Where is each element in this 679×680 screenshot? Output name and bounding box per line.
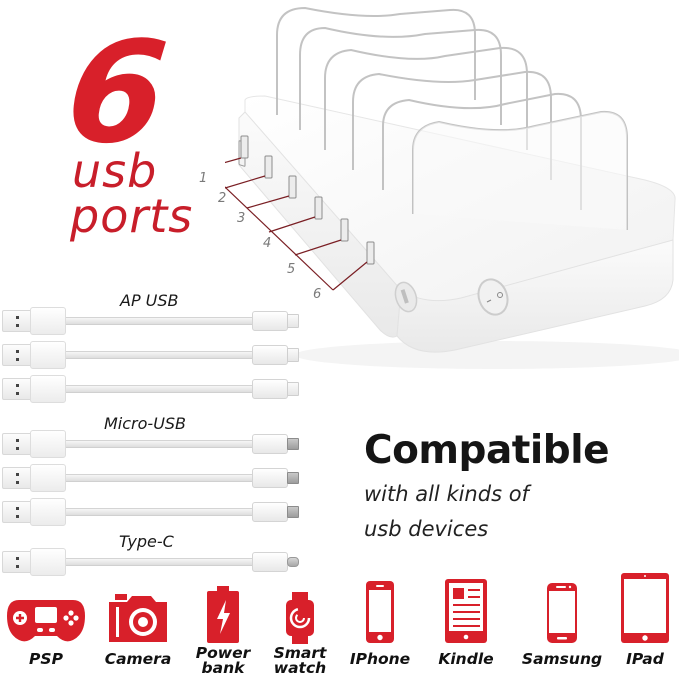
gamepad-icon (7, 600, 85, 642)
micro-usb-connector-icon (287, 472, 299, 484)
lightning-connector-icon (287, 348, 299, 362)
micro-usb-cable (2, 464, 300, 492)
device-label-power-bank: Power bank (195, 644, 251, 677)
smartwatch-icon (286, 592, 314, 644)
device-power-bank: Power bank (181, 582, 265, 676)
device-kindle: Kindle (424, 579, 508, 668)
compatible-subtitle-line1: with all kinds of (364, 482, 529, 506)
port-label-2: 2 (218, 191, 227, 206)
compatible-subtitle-line2: usb devices (364, 517, 489, 541)
port-label-3: 3 (237, 211, 246, 226)
micro-usb-cable (2, 430, 300, 458)
lightning-cable (2, 307, 300, 335)
ports-heading: ports (70, 189, 194, 243)
device-label-camera: Camera (104, 650, 172, 668)
ereader-icon (445, 579, 487, 643)
device-psp: PSP (4, 582, 88, 667)
type-c-connector-icon (287, 557, 299, 567)
device-label-iphone: IPhone (349, 650, 411, 668)
lightning-connector-icon (287, 314, 299, 328)
cable-group-label-lightning: AP USB (120, 291, 179, 310)
device-ipad: IPad (603, 573, 679, 668)
battery-bolt-icon (207, 586, 239, 643)
port-label-5: 5 (287, 262, 296, 277)
micro-usb-connector-icon (287, 506, 299, 518)
device-iphone: IPhone (338, 581, 422, 668)
type-c-cable (2, 548, 300, 576)
lightning-connector-icon (287, 382, 299, 396)
device-label-samsung: Samsung (521, 650, 603, 668)
port-label-1: 1 (199, 171, 208, 186)
cable-group-label-typec: Type-C (119, 532, 174, 551)
six-numeral: 6 (59, 12, 171, 175)
device-label-kindle: Kindle (438, 650, 494, 668)
device-label-psp: PSP (29, 650, 63, 668)
micro-usb-connector-icon (287, 438, 299, 450)
cable-group-label-micro: Micro-USB (104, 414, 187, 433)
device-label-ipad: IPad (626, 650, 664, 668)
compatible-heading: Compatible (364, 428, 610, 473)
charging-dock-illustration: 1 2 3 4 5 6 (199, 0, 679, 380)
android-phone-icon (547, 583, 577, 643)
port-label-6: 6 (313, 287, 322, 302)
device-smart-watch: Smart watch (258, 582, 342, 676)
lightning-cable (2, 375, 300, 403)
charging-dock-icon (225, 6, 679, 369)
micro-usb-cable (2, 498, 300, 526)
port-label-4: 4 (263, 236, 272, 251)
lightning-cable (2, 341, 300, 369)
device-samsung: Samsung (520, 582, 604, 667)
tablet-icon (621, 573, 669, 643)
device-camera: Camera (96, 582, 180, 667)
camera-icon (109, 594, 167, 642)
usb-heading: usb (72, 144, 158, 198)
iphone-icon (366, 581, 394, 643)
device-label-smart-watch: Smart watch (273, 644, 327, 677)
